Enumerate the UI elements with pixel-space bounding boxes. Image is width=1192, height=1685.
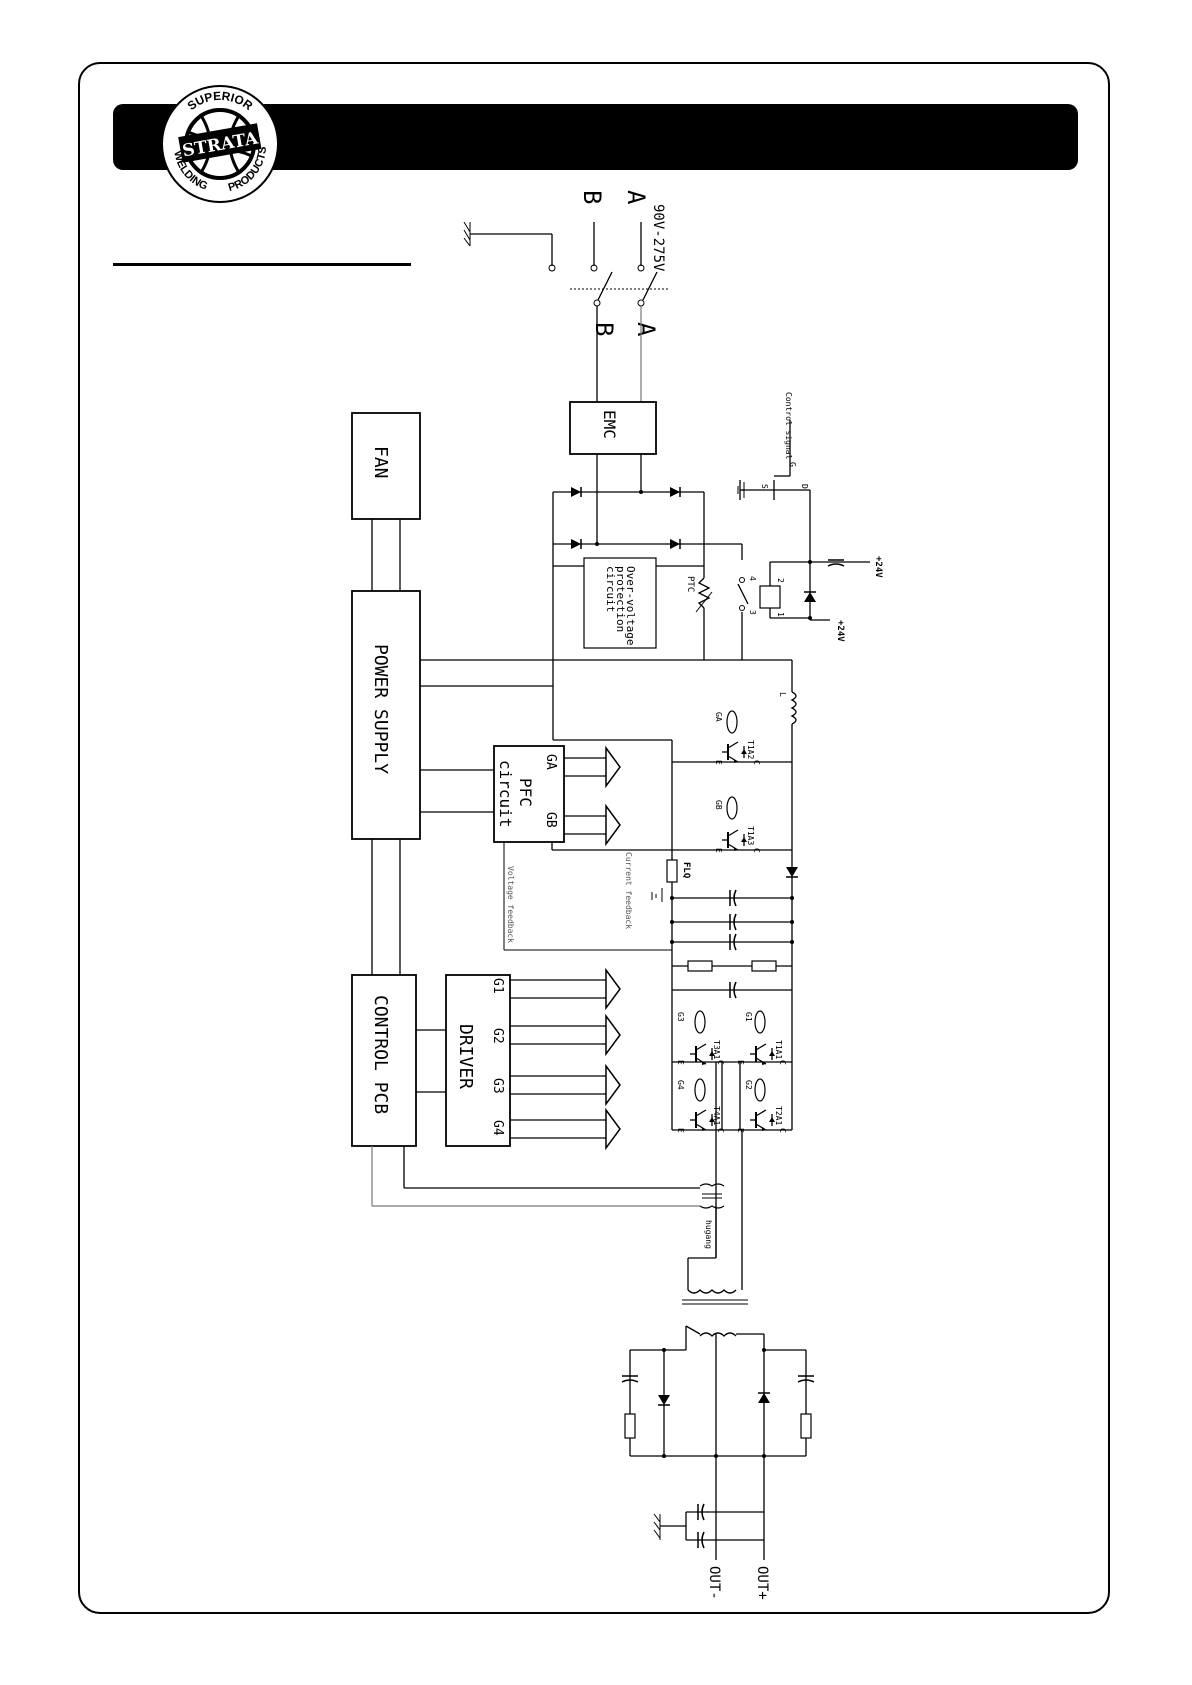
- ovp-label-line3: circuit: [604, 566, 617, 612]
- switch-b-label: B: [590, 322, 618, 336]
- pfc-label-line2: circuit: [496, 760, 515, 827]
- t4a1-e-label: E: [676, 1128, 685, 1133]
- relay-pin2-label: 2: [776, 578, 785, 583]
- t2a1-gate-label: G2: [744, 1080, 753, 1090]
- emc-label: EMC: [600, 410, 619, 439]
- input-switch-section: 90V-275V A B A B: [463, 190, 670, 402]
- fan-label: FAN: [370, 446, 391, 479]
- ptc-label: PTC: [685, 576, 695, 592]
- control-pcb-label: CONTROL PCB: [370, 995, 391, 1114]
- earth-ground-symbol-top: [463, 221, 556, 272]
- hugang-label: hugang: [704, 1220, 713, 1249]
- output-rectifier: OUT- OUT+: [621, 1348, 815, 1600]
- driver-output-arrows: [510, 967, 621, 1151]
- power-supply-block: [351, 590, 421, 840]
- relay-coil: [759, 585, 781, 609]
- t1a3-e-label: E: [714, 848, 723, 853]
- bridge-rectifier: [552, 454, 705, 668]
- pfc-circuit-block: [493, 745, 565, 843]
- t1a2-c-label: C: [752, 760, 761, 765]
- t2a1-e-label: E: [736, 1128, 745, 1133]
- mos-drain-label: D: [800, 484, 809, 489]
- pfc-ga-arrow: [564, 745, 621, 789]
- control-signal-label: Control signal: [784, 392, 793, 460]
- relay-pin4-label: 4: [748, 576, 757, 581]
- driver-g4-label: G4: [490, 1120, 505, 1136]
- plus24v-label-top: +24V: [873, 556, 883, 578]
- t1a1-name-label: T1A1: [774, 1040, 783, 1059]
- flq-label: FLQ: [681, 862, 691, 879]
- t4a1-c-label: C: [716, 1128, 725, 1133]
- t1a3-c-label: C: [752, 848, 761, 853]
- ptc-relay-section: PTC 4 3 2 1 +24V +24V Control signal G: [685, 392, 883, 660]
- emc-block: [569, 401, 657, 455]
- pfc-gb-arrow: [564, 803, 621, 847]
- driver-block: [445, 974, 511, 1147]
- control-pcb-block: [351, 974, 417, 1147]
- phase-b-label: B: [578, 190, 606, 204]
- driver-g3-label: G3: [490, 1078, 505, 1094]
- t1a2-e-label: E: [714, 760, 723, 765]
- fan-block: [351, 412, 421, 520]
- power-supply-label: POWER SUPPLY: [370, 644, 391, 774]
- main-transformer: [630, 1289, 806, 1560]
- ovp-label-line1: Over-voltage: [624, 566, 637, 645]
- out-plus-label: OUT+: [754, 1566, 770, 1600]
- inductor-label: L: [778, 692, 787, 697]
- t3a1-gate-label: G3: [676, 1012, 685, 1022]
- input-voltage-label: 90V-275V: [650, 204, 666, 272]
- t1a3-gate-label: GB: [714, 800, 723, 810]
- t1a3-name-label: T1A3: [746, 826, 755, 845]
- ovp-label-line2: protection: [614, 566, 627, 632]
- strata-logo: STRATA SUPERIOR WELDING PRODUCTS: [161, 85, 279, 203]
- driver-label: DRIVER: [455, 1024, 476, 1089]
- t4a1-gate-label: G4: [676, 1080, 685, 1090]
- pfc-label-line1: PFC: [516, 778, 535, 807]
- out-minus-label: OUT-: [706, 1566, 722, 1600]
- voltage-feedback-label: Voltage feedback: [506, 866, 515, 943]
- pfc-gb-label: GB: [543, 812, 558, 828]
- mos-gate-label: G: [788, 462, 797, 467]
- driver-g1-label: G1: [490, 978, 505, 994]
- t2a1-name-label: T2A1: [774, 1106, 783, 1125]
- t3a1-name-label: T3A1: [712, 1040, 721, 1059]
- current-transformer: hugang: [371, 1146, 725, 1290]
- t1a1-c-label: C: [778, 1060, 787, 1065]
- pfc-ga-label: GA: [543, 754, 558, 770]
- plus24v-label-bottom: +24V: [835, 620, 845, 642]
- t3a1-c-label: C: [716, 1060, 725, 1065]
- driver-g2-label: G2: [490, 1028, 505, 1044]
- relay-pin3-label: 3: [748, 610, 757, 615]
- t1a2-name-label: T1A2: [746, 740, 755, 759]
- relay-pin1-label: 1: [776, 612, 785, 617]
- t3a1-e-label: E: [676, 1060, 685, 1065]
- section-rule: [113, 263, 411, 266]
- current-feedback-label: Current feedback: [624, 852, 633, 929]
- phase-a-label: A: [622, 190, 650, 205]
- pfc-power-stage: L GA T1A2 E C GB T1A3 E C FLQ: [651, 660, 799, 1130]
- t1a2-gate-label: GA: [714, 712, 723, 722]
- t1a1-gate-label: G1: [744, 1012, 753, 1022]
- mos-source-label: S: [760, 484, 769, 489]
- t2a1-c-label: C: [778, 1128, 787, 1133]
- over-voltage-protection-block: [583, 557, 657, 649]
- switch-a-label: A: [632, 322, 660, 337]
- h-bridge: G3 T3A1 E C G1 T1A1 E C G4 T4A1 E C G2 T…: [671, 960, 792, 1290]
- page-frame: [78, 62, 1110, 1614]
